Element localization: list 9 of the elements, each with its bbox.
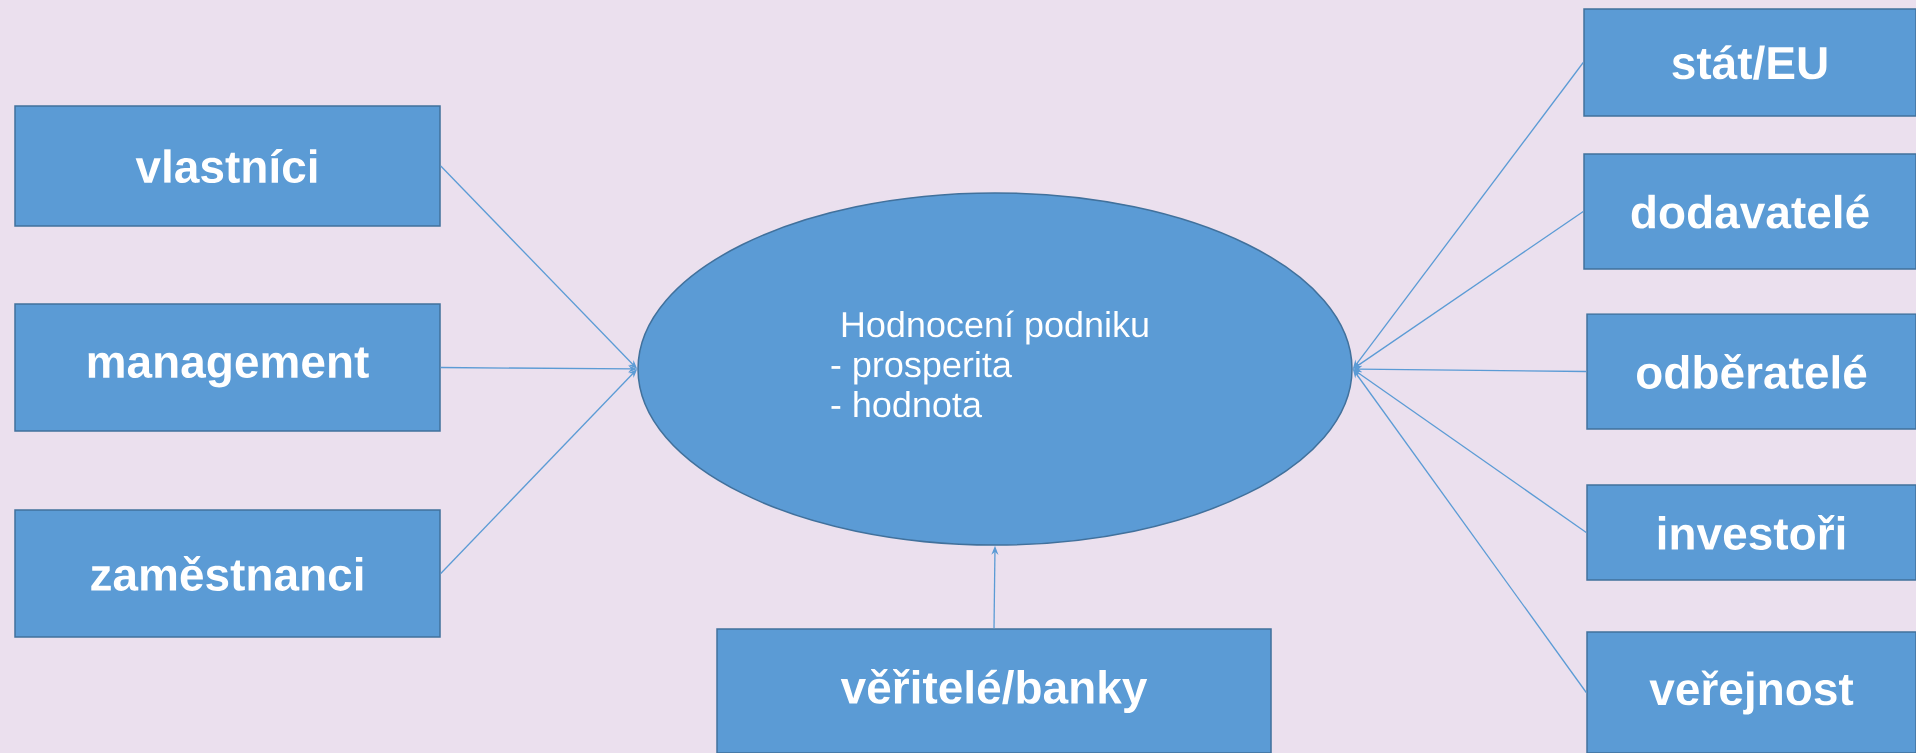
- stakeholder-box: odběratelé: [1586, 313, 1916, 430]
- stakeholder-box: vlastníci: [14, 105, 441, 227]
- stakeholder-box: stát/EU: [1583, 8, 1916, 117]
- stakeholder-box: zaměstnanci: [14, 509, 441, 638]
- stakeholder-box: investoři: [1586, 484, 1916, 581]
- stakeholder-box: věřitelé/banky: [716, 628, 1272, 753]
- stakeholder-box: management: [14, 303, 441, 432]
- stakeholder-box: dodavatelé: [1583, 153, 1916, 270]
- stakeholder-box: veřejnost: [1586, 631, 1916, 753]
